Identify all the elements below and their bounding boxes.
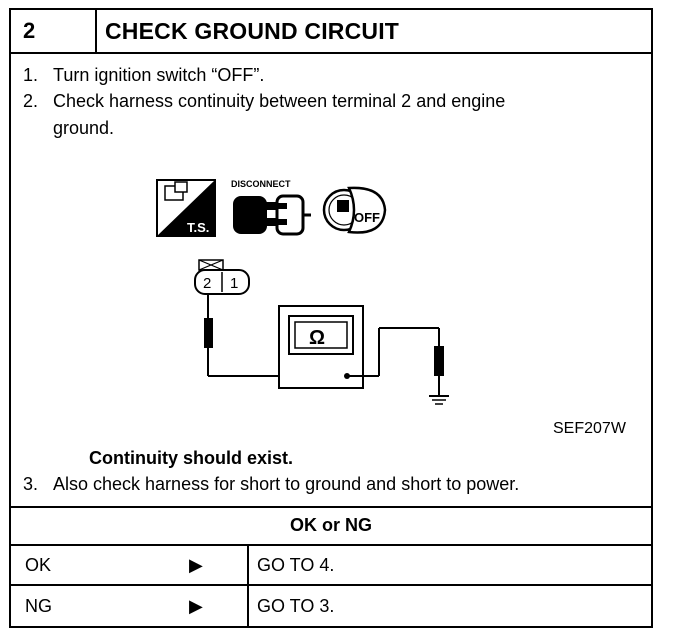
- arrow-right-icon: ▶: [189, 596, 203, 616]
- disconnect-label: DISCONNECT: [231, 179, 291, 189]
- decision-label: NG: [25, 596, 52, 616]
- instruction-text: Also check harness for short to ground a…: [53, 474, 520, 494]
- right-probe: [344, 327, 444, 396]
- ohm-symbol: Ω: [309, 327, 325, 349]
- decision-heading: OK or NG: [289, 515, 372, 535]
- arrow-right-icon: ▶: [189, 555, 203, 575]
- decision-heading-row: [11, 506, 651, 546]
- step-header: 2 CHECK GROUND CIRCUIT: [11, 10, 651, 54]
- continuity-test-diagram: T.S. DISCONNECT OFF 2: [156, 179, 449, 405]
- step-title: CHECK GROUND CIRCUIT: [105, 18, 400, 44]
- column-divider: [247, 544, 249, 626]
- instruction-number: 2.: [23, 91, 39, 111]
- ts-label: T.S.: [187, 220, 209, 235]
- figure-code: SEF207W: [553, 420, 626, 437]
- disconnect-connector-icon: DISCONNECT: [231, 179, 311, 236]
- decision-row-ng: NG ▶ GO TO 3.: [11, 584, 651, 628]
- instruction-number: 1.: [23, 65, 39, 85]
- ignition-off-icon: OFF: [322, 186, 387, 234]
- continuity-note: Continuity should exist.: [89, 448, 294, 468]
- instruction-number: 3.: [23, 474, 39, 494]
- instruction-text: ground.: [53, 118, 115, 138]
- decision-row-ok: OK ▶ GO TO 4.: [11, 544, 651, 586]
- instruction-text: Check harness continuity between termina…: [53, 91, 506, 111]
- procedure-sheet: 2 CHECK GROUND CIRCUIT 1. Turn ignition …: [9, 8, 653, 628]
- step-number: 2: [11, 10, 97, 52]
- off-label: OFF: [354, 210, 380, 225]
- instruction-text: Turn ignition switch “OFF”.: [53, 65, 265, 85]
- terminal-1-label: 1: [230, 275, 238, 292]
- decision-action: GO TO 3.: [257, 596, 335, 616]
- ts-icon: T.S.: [156, 179, 216, 237]
- ground-icon: [429, 395, 449, 405]
- decision-action: GO TO 4.: [257, 555, 335, 575]
- decision-label: OK: [25, 555, 52, 575]
- harness-connector: 2 1: [194, 259, 250, 295]
- terminal-2-label: 2: [203, 275, 211, 292]
